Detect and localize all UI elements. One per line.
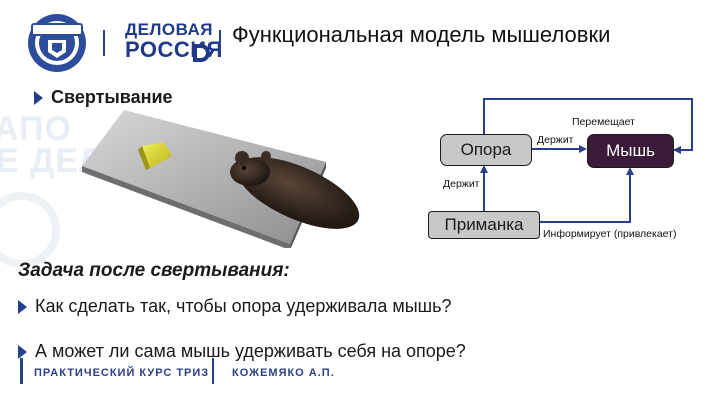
footer-accent	[20, 358, 23, 384]
page-title: Функциональная модель мышеловки	[232, 22, 611, 47]
bullet-arrow-icon	[18, 344, 27, 359]
footer-divider	[212, 358, 214, 384]
node-mysh-label: Мышь	[606, 141, 655, 160]
question-item: А может ли сама мышь удерживать себя на …	[18, 341, 466, 362]
question-item: Как сделать так, чтобы опора удерживала …	[18, 296, 451, 317]
mousetrap-illustration	[80, 108, 370, 253]
footer-author: КОЖЕМЯКО А.П.	[232, 367, 335, 379]
node-primanka: Приманка	[428, 211, 540, 239]
edge-label-peremeshchaet: Перемещает	[572, 116, 635, 128]
watermark-text: АПО	[0, 110, 72, 148]
node-opora-label: Опора	[460, 140, 512, 159]
section-label: Свертывание	[51, 87, 173, 107]
edge-label-derzhit-left: Держит	[443, 178, 480, 190]
edge-label-informiruet: Информирует (привлекает)	[543, 228, 677, 240]
section-heading: Свертывание	[34, 87, 173, 108]
watermark-emblem	[0, 190, 80, 275]
brand-line1: ДЕЛОВАЯ	[125, 20, 214, 39]
university-emblem-icon	[26, 12, 88, 74]
edge-label-derzhit-top: Держит	[537, 134, 574, 146]
header-divider	[103, 30, 105, 56]
task-title: Задача после свертывания:	[18, 260, 290, 281]
header-divider	[219, 30, 221, 56]
node-mysh: Мышь	[587, 134, 674, 168]
brand-logo-icon	[191, 42, 213, 69]
question-text: Как сделать так, чтобы опора удерживала …	[35, 296, 452, 316]
question-text: А может ли сама мышь удерживать себя на …	[35, 341, 466, 361]
bullet-arrow-icon	[18, 299, 27, 314]
node-opora: Опора	[440, 134, 532, 166]
node-primanka-label: Приманка	[444, 215, 524, 234]
bullet-arrow-icon	[34, 90, 43, 105]
footer-course: ПРАКТИЧЕСКИЙ КУРС ТРИЗ	[34, 367, 210, 379]
